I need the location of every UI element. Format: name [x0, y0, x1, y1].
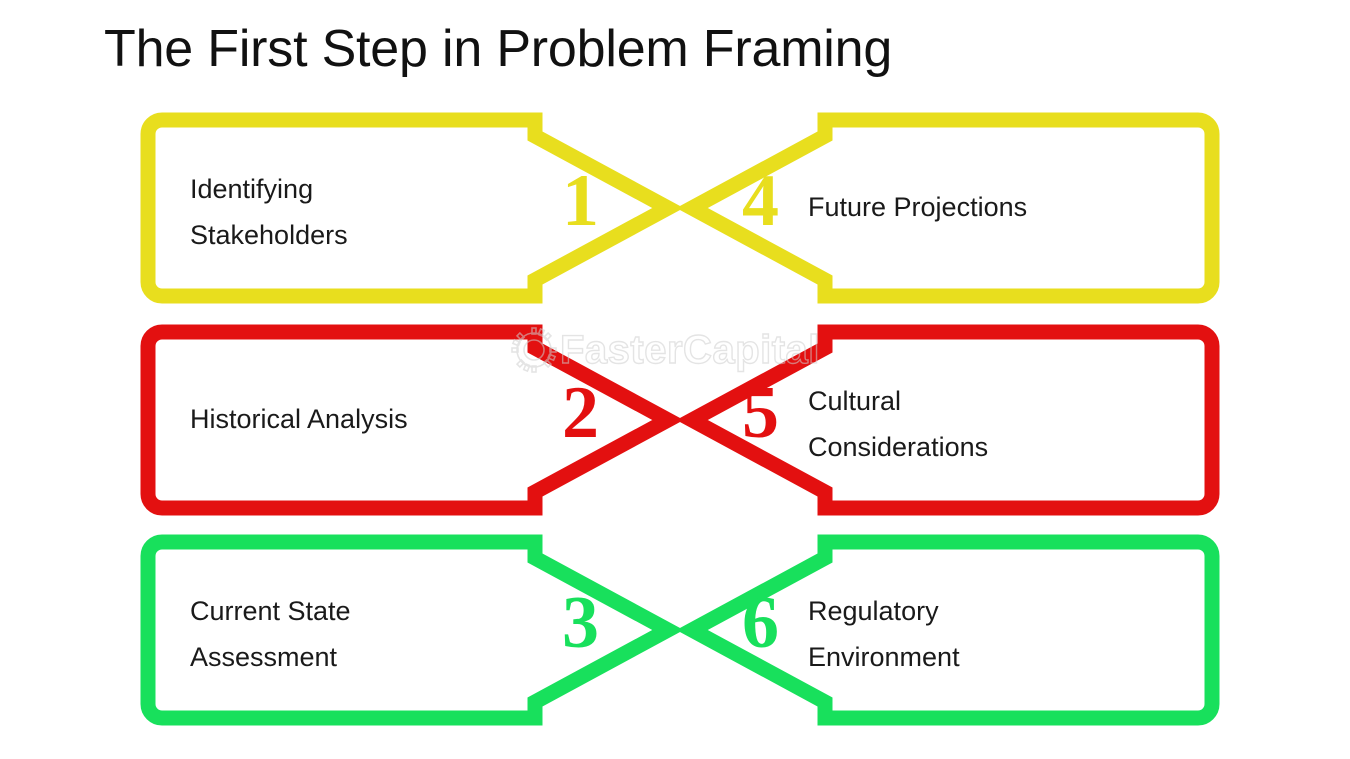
step-arrow-1[interactable]: Identifying Stakeholders 1 — [140, 108, 700, 308]
step-label-2: Historical Analysis — [190, 404, 408, 434]
step-number-3: 3 — [562, 582, 599, 664]
arrow-right-shape — [140, 534, 684, 726]
arrow-left-shape — [676, 112, 1220, 304]
step-arrow-6[interactable]: Regulatory Environment 6 — [660, 530, 1220, 730]
step-arrow-3[interactable]: Current State Assessment 3 — [140, 530, 700, 730]
step-label-5: Cultural Considerations — [808, 386, 989, 462]
step-number-5: 5 — [742, 372, 779, 454]
arrow-left-shape — [676, 324, 1220, 516]
step-label-4: Future Projections — [808, 192, 1028, 222]
step-number-1: 1 — [562, 160, 599, 242]
step-label-6: Regulatory Environment — [808, 596, 960, 672]
page-title: The First Step in Problem Framing — [104, 20, 893, 78]
step-arrow-4[interactable]: Future Projections 4 — [660, 108, 1220, 308]
step-number-6: 6 — [742, 582, 779, 664]
step-arrow-2[interactable]: Historical Analysis 2 — [140, 320, 700, 520]
diagram-row-3: Current State Assessment 3 Regulatory En… — [0, 530, 1350, 730]
step-number-2: 2 — [562, 372, 599, 454]
arrow-right-shape — [140, 112, 684, 304]
diagram-row-2: Historical Analysis 2 Cultural Considera… — [0, 320, 1350, 520]
step-arrow-5[interactable]: Cultural Considerations 5 — [660, 320, 1220, 520]
step-label-1: Identifying Stakeholders — [190, 174, 348, 250]
step-number-4: 4 — [742, 160, 779, 242]
arrow-left-shape — [676, 534, 1220, 726]
diagram-row-1: Identifying Stakeholders 1 Future Projec… — [0, 108, 1350, 308]
step-label-3: Current State Assessment — [190, 596, 351, 672]
